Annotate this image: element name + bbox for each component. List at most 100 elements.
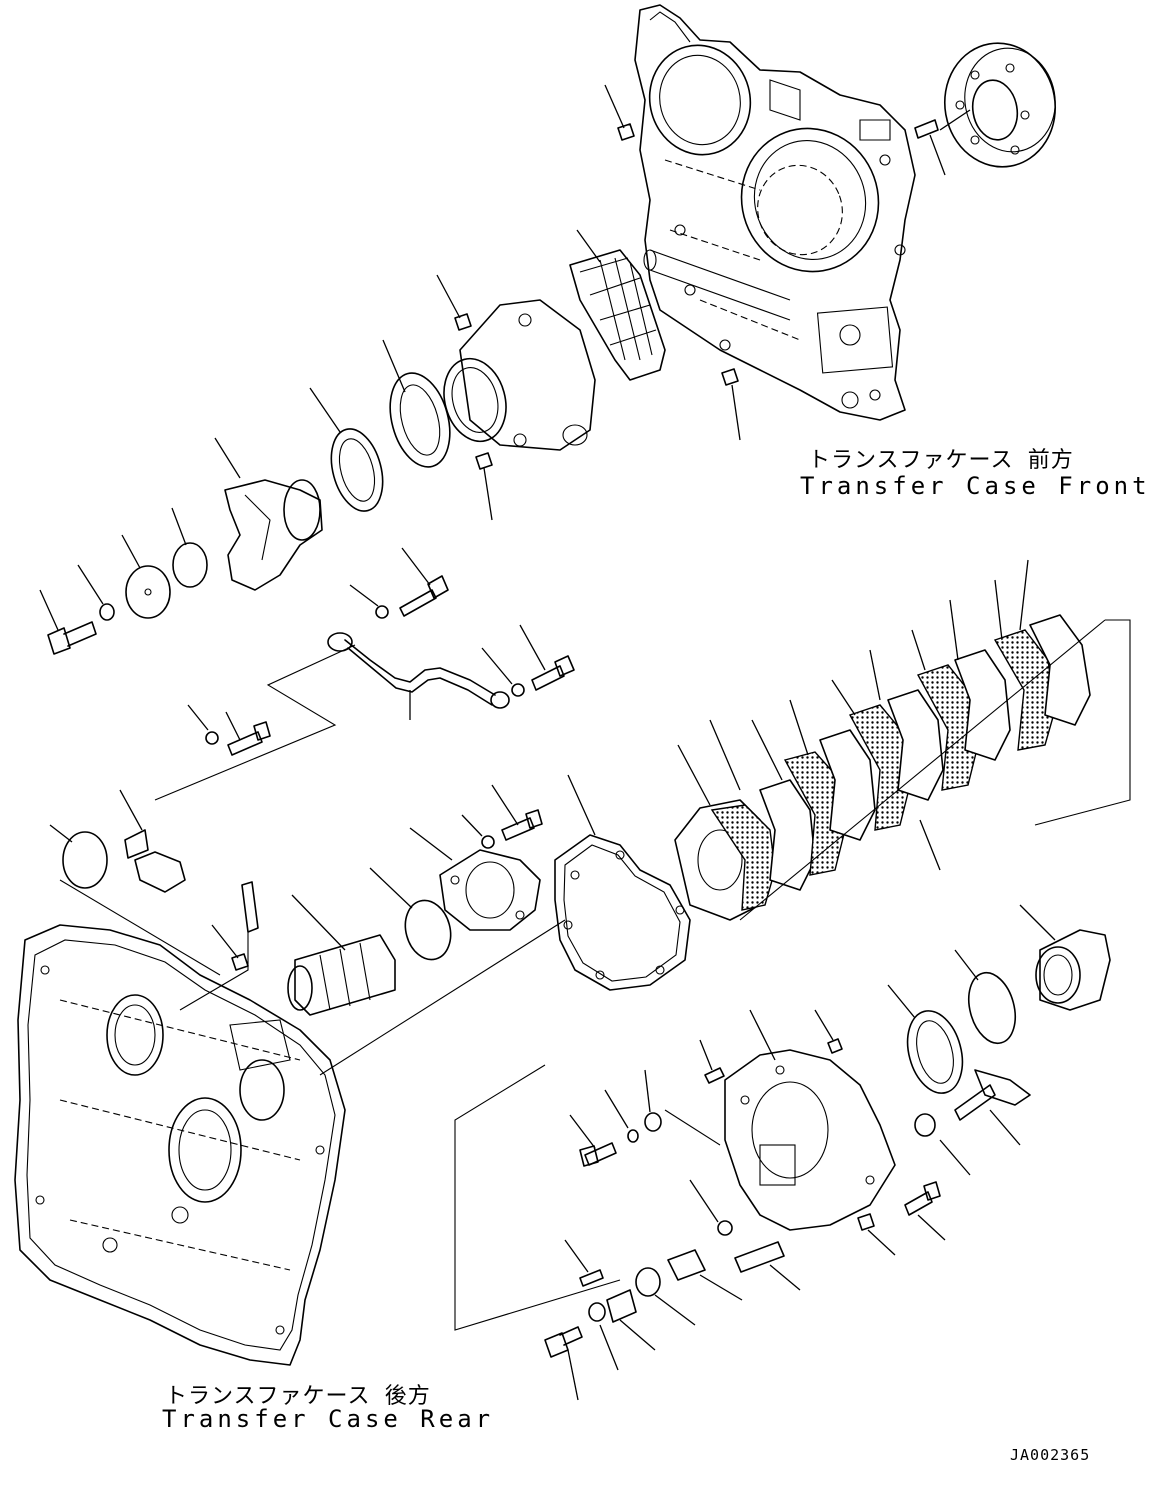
o-ring (62, 831, 108, 889)
clutch-pack (674, 614, 1091, 921)
leader-line (225, 711, 241, 741)
leader-line (59, 879, 221, 976)
spacer (241, 881, 259, 933)
leader-line (709, 719, 741, 791)
oil-seal-inner (399, 384, 441, 456)
washer-disc (125, 565, 171, 619)
leader-line (917, 1214, 946, 1241)
leader-line (211, 924, 239, 959)
oil-seal (967, 971, 1017, 1045)
leader-line (382, 339, 406, 393)
transfer-case-rear (14, 924, 346, 1366)
leader-line (731, 384, 741, 441)
pin (579, 1269, 604, 1287)
splined-sleeve (287, 934, 396, 1016)
plug (857, 1213, 875, 1231)
leader-line (644, 1069, 651, 1113)
o-ring-plate (330, 428, 384, 512)
leader-line (689, 1179, 719, 1223)
leader-line (401, 547, 431, 586)
bushing (644, 1112, 662, 1132)
leader-line (604, 84, 625, 129)
drawing-code: JA002365 (1010, 1446, 1091, 1464)
washer (588, 1302, 606, 1322)
leader-line (1034, 619, 1131, 826)
plug (231, 953, 249, 971)
rear-case-label-en: Transfer Case Rear (162, 1405, 495, 1433)
plug (454, 313, 472, 331)
leader-line (409, 827, 453, 861)
leader-line (939, 1139, 971, 1176)
leader-line (567, 774, 596, 836)
front-case-label-jp: トランスファケース 前方 (808, 448, 1074, 473)
oil-seal-inner (916, 1020, 954, 1084)
leader-line (911, 629, 926, 671)
lever-shaft (954, 1069, 1031, 1121)
leader-line (954, 949, 979, 981)
leader-line (677, 744, 711, 806)
leader-line (119, 789, 143, 831)
pin (704, 1067, 725, 1084)
leader-line (519, 624, 546, 671)
leader-line (436, 274, 461, 319)
bolt (904, 1181, 941, 1216)
ball (717, 1220, 733, 1236)
washer (627, 1129, 639, 1143)
gear-disc (943, 42, 1057, 168)
leader-line (491, 784, 519, 826)
oil-seal (906, 1010, 964, 1094)
leader-line (949, 599, 959, 661)
hub-sleeve (1035, 929, 1111, 1011)
leader-line (187, 704, 209, 731)
leader-line (319, 919, 566, 1076)
leader-line (154, 644, 356, 801)
leader-line (121, 534, 141, 569)
leader-line (454, 1064, 621, 1331)
leader-line (1019, 559, 1029, 631)
washer (511, 683, 525, 697)
leader-line (654, 1294, 696, 1326)
leader-line (619, 1319, 656, 1351)
leader-line (831, 679, 856, 716)
plug (721, 368, 739, 386)
leader-line (929, 134, 946, 176)
leader-line (349, 584, 379, 607)
bolt (399, 575, 449, 617)
bolt (531, 655, 575, 691)
bolt (544, 1326, 583, 1358)
oil-tube (327, 632, 510, 709)
leader-line (39, 589, 59, 631)
bushing-sleeve (667, 1249, 706, 1281)
washer (481, 835, 495, 849)
plug (617, 123, 635, 141)
leader-line (214, 437, 241, 479)
leader-line (604, 1089, 629, 1129)
washer-disc-hole (144, 588, 152, 596)
leader-line (564, 1239, 589, 1273)
o-ring-plate-inner (338, 438, 376, 502)
o-ring (172, 542, 208, 588)
leader-line (867, 1229, 896, 1256)
oil-seal (389, 372, 451, 468)
bushing (635, 1267, 661, 1297)
leader-line (481, 647, 513, 685)
washer (375, 605, 389, 619)
leader-line (749, 1009, 776, 1061)
leader-line (664, 1109, 721, 1146)
leader-line (179, 932, 249, 1011)
leader-line (699, 1274, 743, 1301)
bolt (501, 809, 543, 841)
elbow-connector (124, 829, 186, 893)
leader-line (699, 1039, 713, 1071)
leader-line (994, 579, 1003, 641)
leader-line (751, 719, 783, 781)
transfer-case-front (634, 4, 916, 421)
leader-line (789, 699, 809, 756)
bolt (579, 1142, 617, 1167)
nut (914, 1113, 936, 1137)
leader-line (576, 229, 601, 263)
leader-line (869, 649, 881, 701)
yoke-coupling (224, 479, 323, 591)
leader-line (569, 1114, 596, 1149)
